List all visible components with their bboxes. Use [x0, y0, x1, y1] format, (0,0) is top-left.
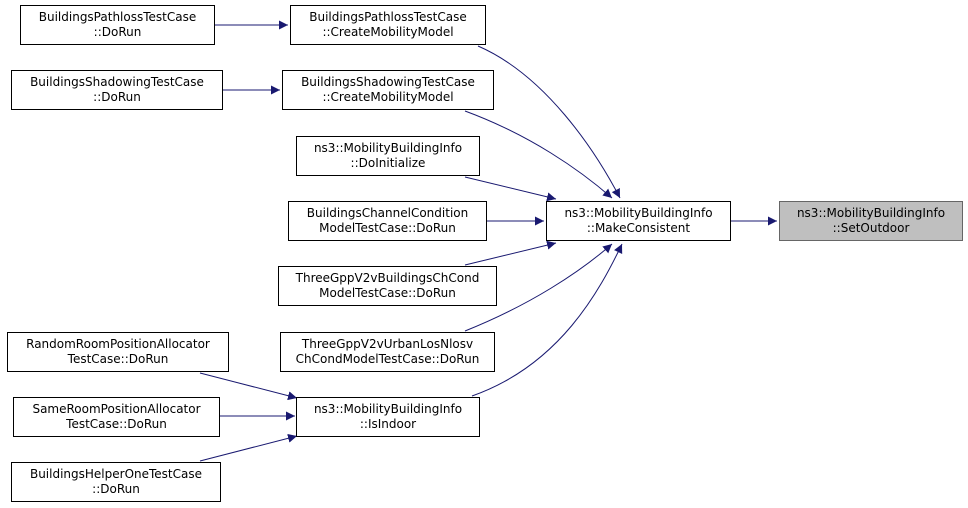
node-buildings-pathloss-create-mobility-model[interactable]: BuildingsPathlossTestCase ::CreateMobili… [290, 5, 486, 45]
node-label-line1: BuildingsPathlossTestCase [309, 10, 467, 24]
node-label-line2: ::IsIndoor [359, 417, 417, 431]
node-label-line1: ThreeGppV2vBuildingsChCond [295, 271, 480, 285]
node-buildings-helper-one-dorun[interactable]: BuildingsHelperOneTestCase ::DoRun [11, 462, 221, 502]
edge-doinitialize-to-makeconsistent [464, 176, 557, 202]
node-threegpp-v2v-buildings-dorun[interactable]: ThreeGppV2vBuildingsChCond ModelTestCase… [278, 266, 497, 306]
node-label-line1: BuildingsPathlossTestCase [38, 10, 197, 24]
node-threegpp-v2v-urban-dorun[interactable]: ThreeGppV2vUrbanLosNlosv ChCondModelTest… [280, 332, 495, 372]
node-mobility-building-info-setoutdoor: ns3::MobilityBuildingInfo ::SetOutdoor [779, 201, 963, 241]
node-label-line1: BuildingsHelperOneTestCase [29, 467, 203, 481]
node-mobility-building-info-makeconsistent[interactable]: ns3::MobilityBuildingInfo ::MakeConsiste… [546, 201, 731, 241]
node-label-line2: TestCase::DoRun [66, 417, 167, 431]
node-label-line1: BuildingsChannelCondition [306, 206, 469, 220]
node-label-line2: ::DoRun [92, 482, 140, 496]
node-mobility-building-info-doinitialize[interactable]: ns3::MobilityBuildingInfo ::DoInitialize [296, 136, 480, 176]
edge-pathloss-cmm-to-makeconsistent [477, 45, 621, 199]
node-buildings-shadowing-dorun[interactable]: BuildingsShadowingTestCase ::DoRun [11, 70, 223, 110]
node-label-line1: BuildingsShadowingTestCase [301, 75, 475, 89]
node-label-line2: ::DoRun [93, 90, 141, 104]
edge-random-room-to-isindoor [199, 372, 298, 401]
node-buildings-pathloss-dorun[interactable]: BuildingsPathlossTestCase ::DoRun [20, 5, 215, 45]
node-label-line1: ns3::MobilityBuildingInfo [313, 141, 463, 155]
node-label-line2: ModelTestCase::DoRun [319, 221, 456, 235]
node-label-line1: BuildingsShadowingTestCase [30, 75, 204, 89]
edge-helper-one-to-isindoor [199, 433, 298, 462]
node-label-line2: TestCase::DoRun [67, 352, 169, 366]
edge-v2v-urban-to-makeconsistent [464, 243, 613, 332]
node-same-room-position-allocator-dorun[interactable]: SameRoomPositionAllocator TestCase::DoRu… [13, 397, 220, 437]
node-label-line1: ThreeGppV2vUrbanLosNlosv [301, 337, 474, 351]
node-label-line1: SameRoomPositionAllocator [32, 402, 201, 416]
node-label-line1: RandomRoomPositionAllocator [26, 337, 210, 351]
node-mobility-building-info-isindoor[interactable]: ns3::MobilityBuildingInfo ::IsIndoor [296, 397, 480, 437]
node-label-line1: ns3::MobilityBuildingInfo [796, 206, 946, 220]
node-label-line1: ns3::MobilityBuildingInfo [564, 206, 713, 220]
edge-shadowing-cmm-to-makeconsistent [464, 110, 613, 199]
edge-v2v-bldg-to-makeconsistent [464, 240, 557, 266]
node-buildings-channel-condition-dorun[interactable]: BuildingsChannelCondition ModelTestCase:… [288, 201, 487, 241]
node-label-line2: ChCondModelTestCase::DoRun [295, 352, 480, 366]
node-random-room-position-allocator-dorun[interactable]: RandomRoomPositionAllocator TestCase::Do… [7, 332, 229, 372]
node-label-line2: ::SetOutdoor [832, 221, 910, 235]
node-label-line2: ::DoRun [93, 25, 142, 39]
node-label-line2: ::DoInitialize [350, 156, 426, 170]
node-buildings-shadowing-create-mobility-model[interactable]: BuildingsShadowingTestCase ::CreateMobil… [282, 70, 494, 110]
node-label-line2: ::CreateMobilityModel [322, 90, 454, 104]
node-label-line2: ::MakeConsistent [586, 221, 691, 235]
edge-isindoor-to-makeconsistent [471, 243, 623, 397]
node-label-line2: ModelTestCase::DoRun [319, 286, 456, 300]
node-label-line2: ::CreateMobilityModel [322, 25, 454, 39]
node-label-line1: ns3::MobilityBuildingInfo [313, 402, 463, 416]
